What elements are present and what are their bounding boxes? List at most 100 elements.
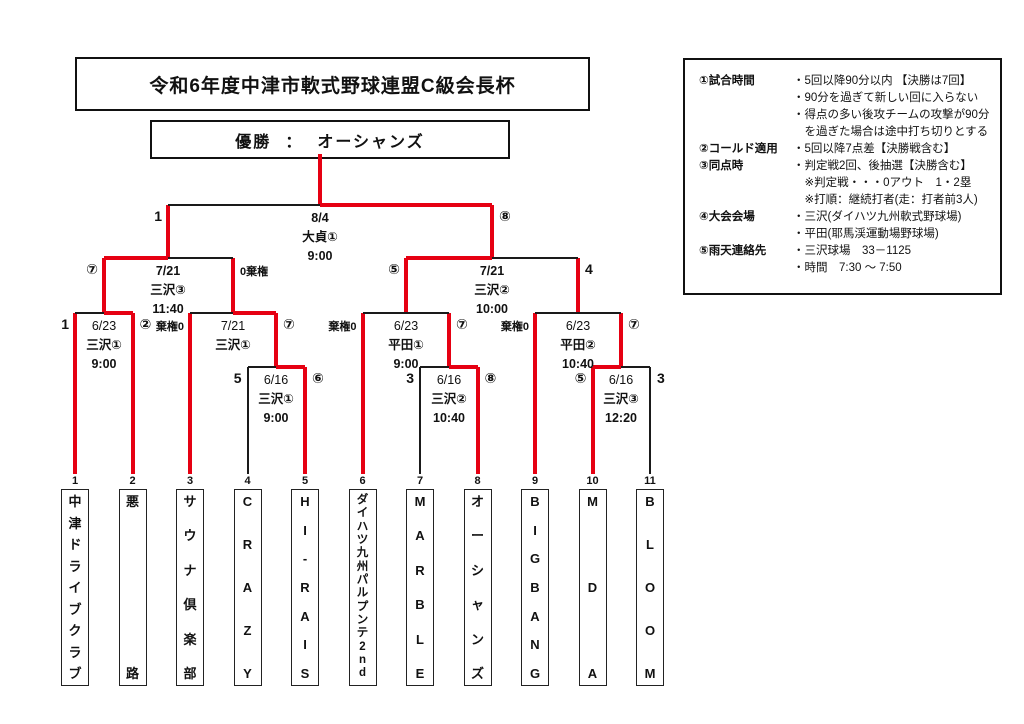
team-name-char: I [533, 522, 537, 538]
rule-line: ・三沢球場 33－1125 [793, 245, 912, 257]
rule-row-1: ①試合時間 ・5回以降90分以内 【決勝は7回】・90分を過ぎて新しい回に入らない… [699, 73, 992, 141]
top-right-final [320, 203, 492, 207]
match-final-score-right: ⑧ [499, 208, 511, 224]
team-name-char: ラ [68, 644, 82, 660]
team-name-char: G [529, 551, 541, 567]
match-r1b-score-right: ⑧ [484, 370, 497, 386]
rules-panel: ①試合時間 ・5回以降90分以内 【決勝は7回】・90分を過ぎて新しい回に入らない… [683, 58, 1002, 295]
team-box-8: オーシャンズ [463, 489, 492, 686]
stem-qf4 [576, 258, 580, 313]
team-name-char: - [302, 551, 308, 567]
rule-line: ・90分を過ぎて新しい回に入らない [793, 92, 979, 104]
match-time: 12:20 [605, 411, 637, 425]
team-name-char: A [587, 666, 598, 681]
match-qf1-score-right: ② [139, 316, 152, 332]
match-time: 9:00 [393, 357, 419, 371]
team-name-char: B [645, 494, 655, 509]
team-name-char: D [587, 580, 598, 595]
team-line-6 [360, 313, 365, 474]
team-number-2: 2 [129, 475, 136, 487]
rule-label: ②コールド適用 [699, 143, 778, 155]
team-name-char: S [300, 665, 310, 681]
rule-lines: ・三沢球場 33－1125・時間 7:30 ～ 7:50 [793, 243, 911, 277]
top-left-qf4 [535, 312, 578, 314]
team-name-char: ダ [356, 494, 369, 506]
match-r1a-score-left: 5 [233, 370, 242, 386]
team-number-3: 3 [186, 475, 194, 487]
rule-row-5: ⑤雨天連絡先 ・三沢球場 33－1125・時間 7:30 ～ 7:50 [699, 243, 992, 277]
match-qf2-score-right: ⑦ [283, 316, 295, 332]
match-venue: 大貞① [302, 230, 338, 244]
team-name-char: M [644, 666, 656, 681]
rule-line: ・5回以降90分以内 【決勝は7回】 [793, 75, 972, 87]
team-line-1 [73, 313, 77, 474]
team-name-char: Y [243, 666, 252, 681]
team-name-char: ン [356, 614, 369, 627]
team-name-char: ラ [68, 558, 82, 574]
top-left-r1b [420, 366, 449, 368]
team-number-9: 9 [531, 475, 539, 487]
team-name-char: M [414, 494, 426, 509]
champion-box: 優勝 ： オーシャンズ [150, 120, 510, 159]
rule-lines: ・5回以降7点差【決勝戦含む】 [793, 141, 955, 158]
team-name-char: M [587, 494, 598, 509]
match-time: 9:00 [263, 411, 289, 425]
rule-line: ・平田(耶馬渓運動場野球場) [793, 228, 939, 240]
team-name-char: A [300, 608, 310, 624]
team-name-char: B [530, 494, 540, 509]
team-name-char: R [415, 562, 425, 578]
team-name-char: ナ [183, 562, 197, 578]
team-number-8: 8 [474, 475, 481, 487]
match-date: 6/23 [393, 319, 419, 333]
match-venue: 三沢① [215, 338, 251, 352]
match-venue: 平田② [560, 338, 596, 352]
stem-r1b [447, 313, 451, 367]
team-name-char: O [644, 623, 656, 638]
team-line-11 [649, 367, 651, 474]
match-venue: 三沢① [258, 392, 294, 406]
match-venue: 三沢③ [150, 283, 186, 297]
team-name-char: N [530, 637, 540, 653]
top-right-r1c [621, 366, 650, 368]
team-number-7: 7 [416, 475, 424, 487]
team-line-7 [419, 367, 421, 474]
rule-label: ⑤雨天連絡先 [699, 245, 767, 257]
team-name-char: ツ [356, 534, 369, 547]
team-name-char: B [530, 579, 540, 595]
rule-row-2: ②コールド適用 ・5回以降7点差【決勝戦含む】 [699, 141, 992, 158]
team-name-char: G [529, 665, 541, 681]
team-name-char: テ [356, 627, 369, 640]
match-sf2-score-left: ⑤ [388, 261, 400, 277]
team-name-char: I [303, 637, 307, 653]
team-line-4 [246, 367, 249, 474]
rule-line: を過ぎた場合は途中打ち切りとする [793, 126, 989, 138]
match-date: 6/16 [436, 373, 462, 387]
rule-label: ③同点時 [699, 160, 744, 172]
team-name-char: イ [68, 580, 82, 595]
team-name-char: イ [356, 507, 369, 520]
team-name-char: オ [470, 494, 484, 509]
match-time: 10:40 [562, 357, 594, 371]
team-line-9 [533, 313, 537, 474]
team-name-char: ク [68, 623, 82, 638]
rule-label: ①試合時間 [699, 75, 755, 87]
team-name-char: A [530, 608, 540, 624]
match-r1b-score-left: 3 [406, 370, 414, 386]
team-name-char: n [358, 654, 367, 667]
rule-row-4: ④大会会場・三沢(ダイハツ九州軟式野球場)・平田(耶馬渓運動場野球場) [699, 209, 992, 243]
rule-line: ・5回以降7点差【決勝戦含む】 [793, 143, 956, 155]
match-time: 9:00 [307, 249, 333, 263]
stem-qf2 [231, 258, 235, 313]
team-name-char: 倶 [183, 597, 197, 613]
team-name-char: 中 [68, 494, 82, 509]
match-venue: 三沢③ [603, 392, 639, 406]
